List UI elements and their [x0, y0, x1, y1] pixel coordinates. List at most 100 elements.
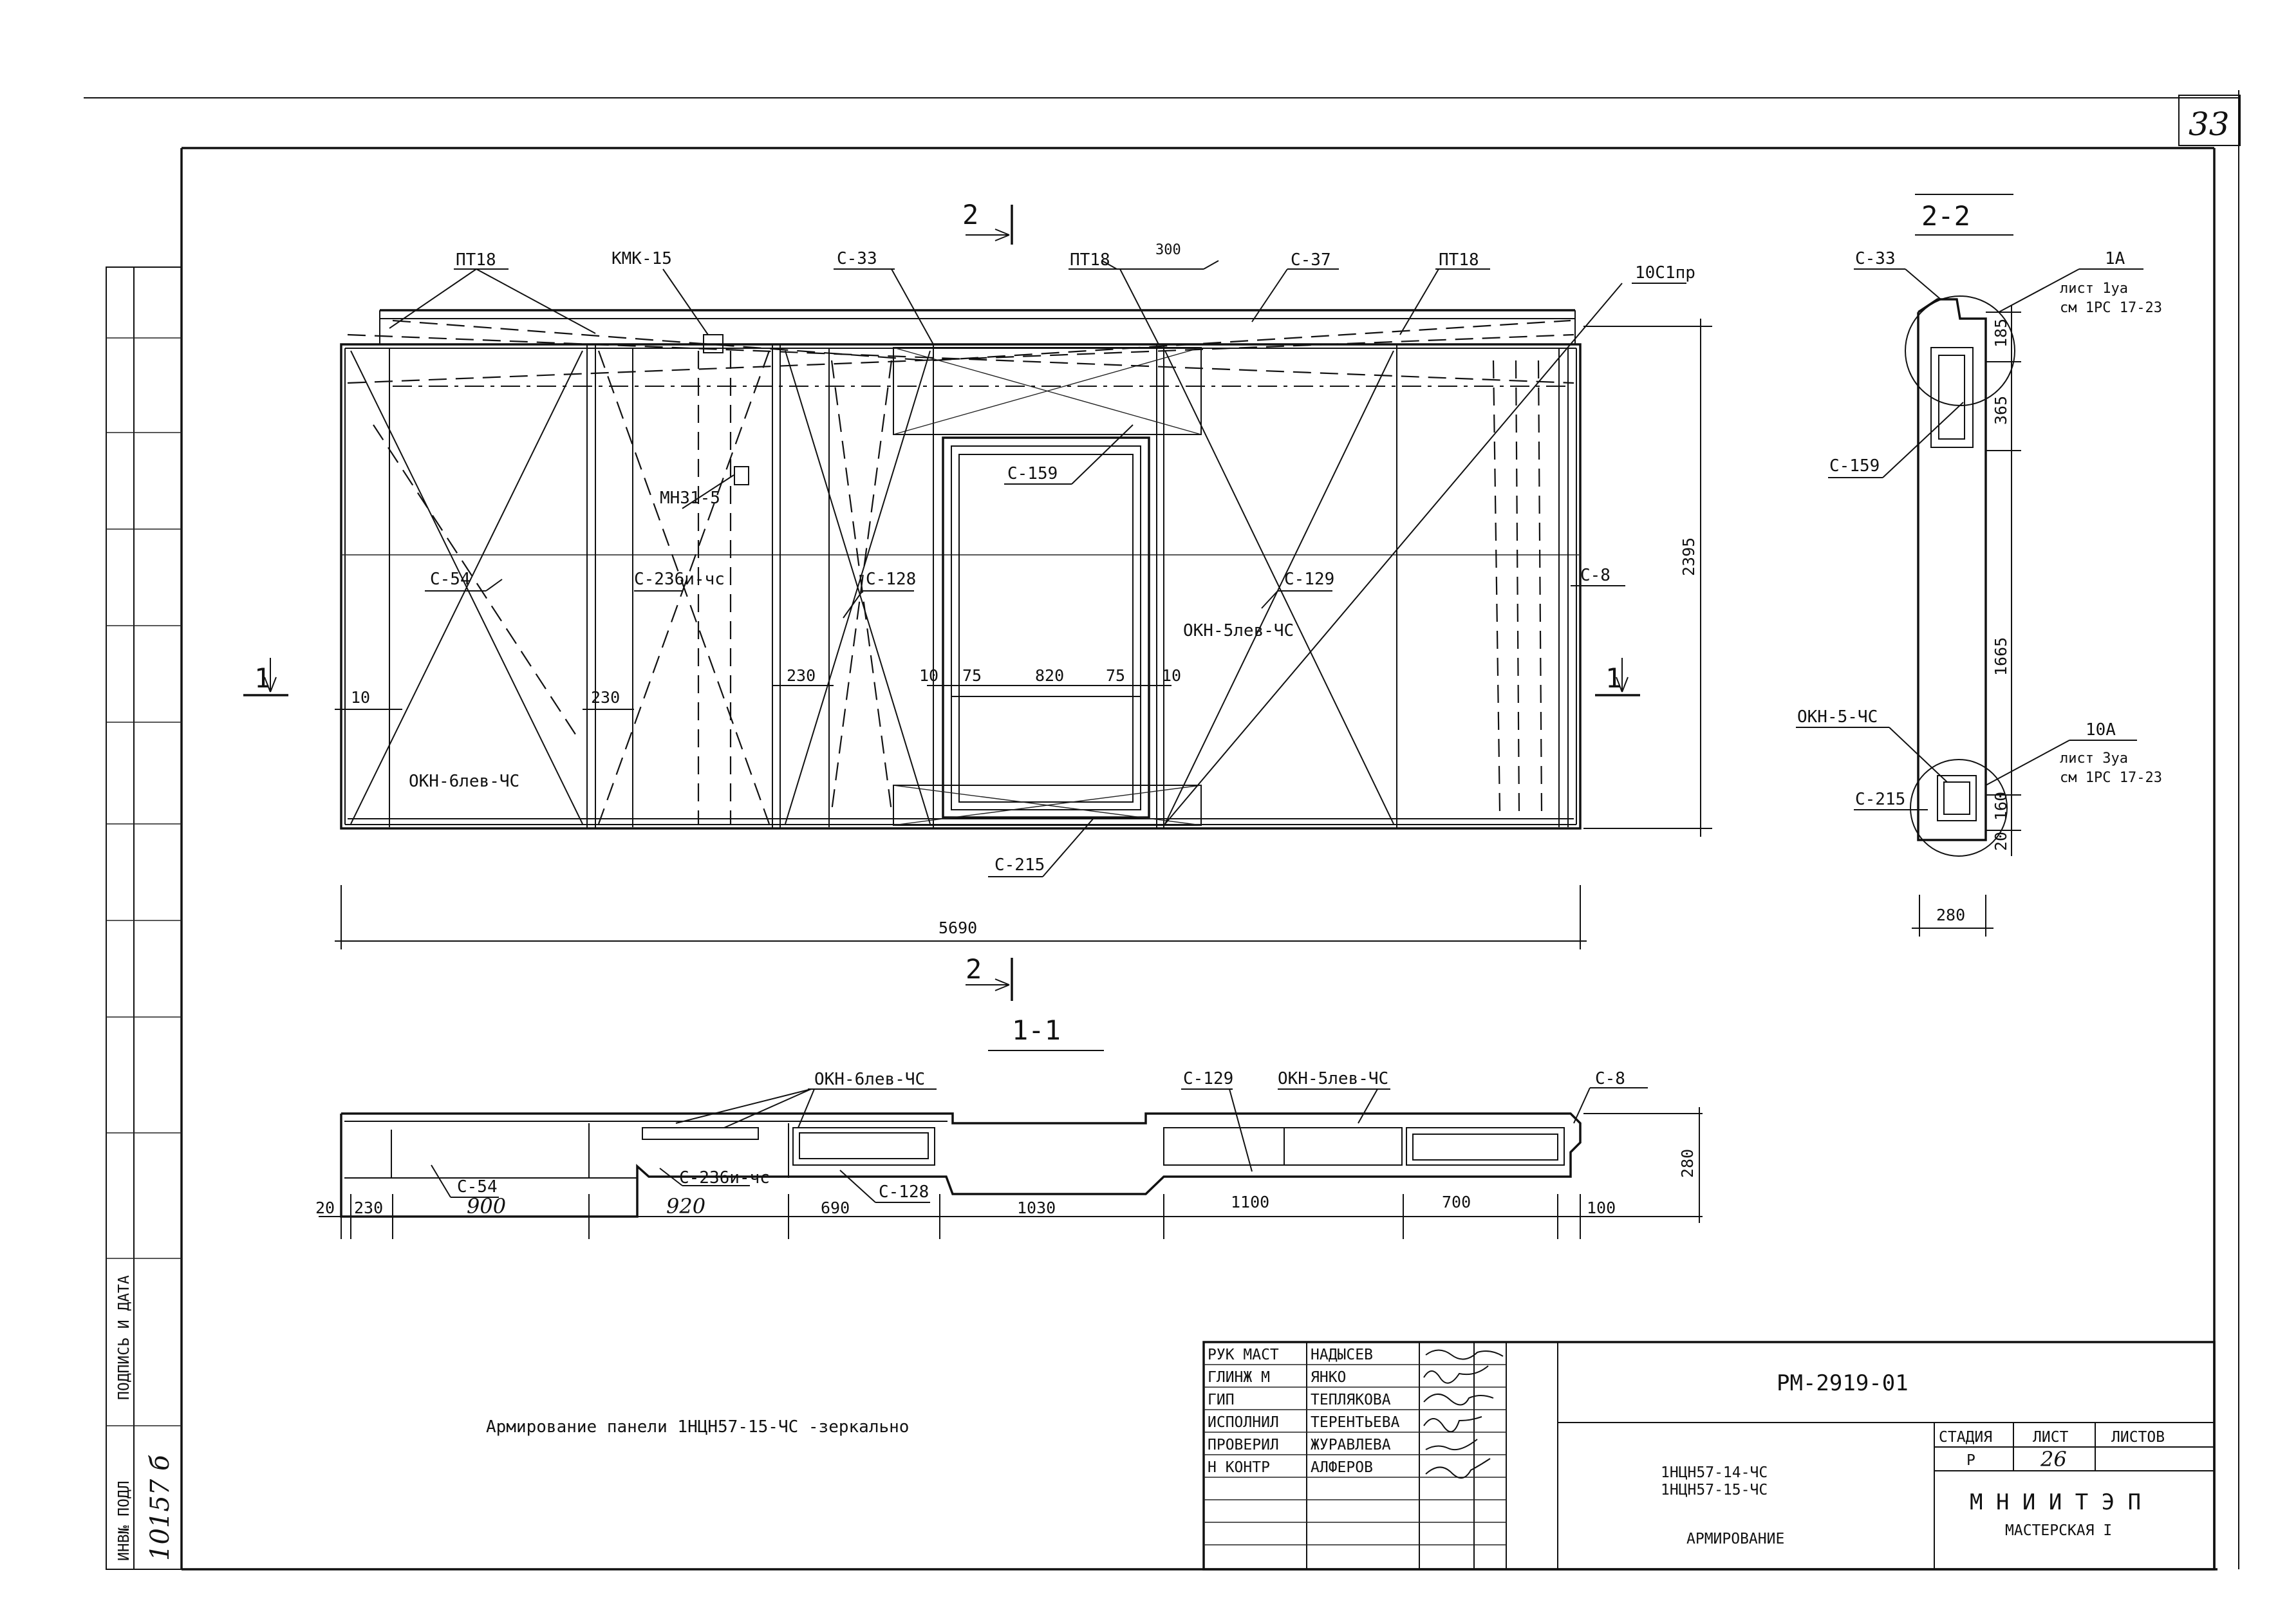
- dim-280-section22: 280: [1936, 906, 1965, 924]
- left-stamp-strip: ПОДПИСЬ И ДАТА ИНВ№ ПОДЛ 10157 б: [106, 266, 182, 1570]
- signature-1: [1423, 1365, 1489, 1384]
- drawing-caption: Армирование панели 1НЦН57-15-ЧС -зеркаль…: [486, 1417, 909, 1437]
- role-0: РУК МАСТ: [1208, 1347, 1279, 1363]
- dim-230-s11: 230: [354, 1199, 383, 1217]
- dim-185: 185: [1992, 319, 2010, 348]
- label-okn6-s11: ОКН-6лев-ЧС: [814, 1070, 925, 1089]
- signature-4: [1425, 1439, 1478, 1451]
- dim-1665: 1665: [1992, 637, 2010, 676]
- dim-75-a: 75: [962, 666, 982, 685]
- signature-3: [1423, 1416, 1482, 1433]
- label-node-10a: 10А: [2086, 720, 2116, 740]
- name-3: ТЕРЕНТЬЕВА: [1311, 1414, 1400, 1431]
- dim-900-s11: 900: [467, 1194, 506, 1218]
- inv-label: ИНВ№ ПОДЛ: [116, 1480, 133, 1561]
- signature-0: [1425, 1349, 1504, 1360]
- label-node-1a-ref2: см 1РС 17-23: [2060, 300, 2162, 316]
- name-1: ЯНКО: [1311, 1369, 1346, 1386]
- label-pt18-right: ПТ18: [1439, 250, 1479, 270]
- sheet-header: ЛИСТ: [2033, 1429, 2069, 1446]
- name-0: НАДЫСЕВ: [1311, 1347, 1373, 1363]
- label-c236-s11: С-236и-чс: [679, 1168, 770, 1188]
- label-c8-s11: С-8: [1595, 1069, 1625, 1088]
- label-c33: С-33: [837, 249, 877, 268]
- label-node-1a: 1А: [2105, 249, 2125, 268]
- label-kmk15: КМК-15: [612, 249, 672, 268]
- section-1-left: 1: [254, 662, 270, 694]
- sheet-frame: 33: [84, 90, 2241, 1571]
- workshop: МАСТЕРСКАЯ I: [2005, 1522, 2112, 1539]
- section-1-1-title: 1-1: [1012, 1014, 1061, 1046]
- label-c159: С-159: [1007, 464, 1058, 483]
- label-c129-s11: С-129: [1183, 1069, 1233, 1088]
- section-2-bottom: 2: [966, 953, 982, 985]
- dim-230-b: 230: [787, 666, 816, 685]
- role-1: ГЛИНЖ М: [1208, 1369, 1270, 1386]
- label-mn31: МН31-5: [660, 489, 720, 508]
- elevation-view: 2 2 1 1: [243, 199, 1712, 1001]
- label-c236: С-236и-чс: [634, 570, 725, 589]
- label-pt18-left: ПТ18: [456, 250, 496, 270]
- dim-10-left: 10: [351, 688, 370, 707]
- label-c37: С-37: [1291, 250, 1331, 270]
- dim-1100-s11: 1100: [1231, 1193, 1269, 1211]
- dim-690-s11: 690: [821, 1199, 850, 1217]
- label-pt18-mid: ПТ18: [1070, 250, 1110, 270]
- dim-365: 365: [1992, 396, 2010, 425]
- dim-10-b: 10: [919, 666, 938, 685]
- product-1: 1НЦН57-14-ЧС: [1661, 1464, 1768, 1481]
- dim-230-a: 230: [591, 688, 620, 707]
- doc-code: РМ-2919-01: [1777, 1370, 1909, 1396]
- label-okn6: ОКН-6лев-ЧС: [409, 772, 519, 791]
- section-2-2: 2-2 185 365 1665 160 20 280 С-33 1А лис: [1796, 194, 2162, 937]
- label-c54: С-54: [430, 570, 471, 589]
- sign-date-label: ПОДПИСЬ И ДАТА: [116, 1275, 133, 1400]
- subject: АРМИРОВАНИЕ: [1686, 1531, 1784, 1547]
- section-2-2-title: 2-2: [1921, 200, 1970, 232]
- dim-160: 160: [1992, 792, 2010, 821]
- name-2: ТЕПЛЯКОВА: [1311, 1392, 1391, 1408]
- dim-1030-s11: 1030: [1017, 1199, 1056, 1217]
- dim-length-5690: 5690: [938, 919, 977, 937]
- name-5: АЛФЕРОВ: [1311, 1459, 1373, 1476]
- label-c33-s22: С-33: [1855, 249, 1896, 268]
- label-c159-s22: С-159: [1829, 456, 1880, 476]
- sheets-header: ЛИСТОВ: [2111, 1429, 2165, 1446]
- dim-20-s11: 20: [315, 1199, 335, 1217]
- signature-5: [1425, 1458, 1491, 1479]
- sheet-number: 26: [2040, 1447, 2067, 1471]
- dim-700-s11: 700: [1442, 1193, 1471, 1211]
- label-10c1pr: 10С1пр: [1635, 263, 1695, 283]
- label-c215: С-215: [994, 855, 1045, 875]
- label-okn5: ОКН-5лев-ЧС: [1183, 621, 1294, 640]
- dim-300: 300: [1155, 242, 1181, 258]
- dim-75-b: 75: [1106, 666, 1125, 685]
- label-node-10a-ref1: лист 3уа: [2060, 751, 2128, 767]
- page-number: 33: [2189, 106, 2230, 143]
- organization: М Н И И Т Э П: [1970, 1489, 2141, 1515]
- label-c54-s11: С-54: [457, 1177, 498, 1197]
- label-c128-s11: С-128: [879, 1182, 929, 1202]
- section-1-1: 1-1 20 230 900 920 690 1030 1100 7: [315, 1014, 1703, 1239]
- label-c8: С-8: [1580, 566, 1610, 585]
- product-2: 1НЦН57-15-ЧС: [1661, 1482, 1768, 1498]
- label-okn5-s11: ОКН-5лев-ЧС: [1278, 1069, 1388, 1088]
- title-block: РУК МАСТ ГЛИНЖ М ГИП ИСПОЛНИЛ ПРОВЕРИЛ Н…: [1202, 1341, 2216, 1571]
- stage-header: СТАДИЯ: [1939, 1429, 1992, 1446]
- dim-10-c: 10: [1162, 666, 1181, 685]
- label-okn5-s22: ОКН-5-ЧС: [1797, 707, 1878, 727]
- section-1-right: 1: [1605, 662, 1621, 694]
- dim-820: 820: [1035, 666, 1064, 685]
- inv-number: 10157 б: [145, 1455, 175, 1561]
- role-2: ГИП: [1208, 1392, 1235, 1408]
- role-5: Н КОНТР: [1208, 1459, 1270, 1476]
- role-3: ИСПОЛНИЛ: [1208, 1414, 1279, 1431]
- name-4: ЖУРАВЛЕВА: [1311, 1437, 1391, 1453]
- role-4: ПРОВЕРИЛ: [1208, 1437, 1279, 1453]
- stage-value: Р: [1966, 1452, 1975, 1469]
- dim-920-s11: 920: [666, 1194, 705, 1218]
- label-node-10a-ref2: см 1РС 17-23: [2060, 770, 2162, 786]
- dim-20: 20: [1992, 832, 2010, 851]
- label-node-1a-ref1: лист 1уа: [2060, 281, 2128, 297]
- signature-2: [1423, 1394, 1494, 1406]
